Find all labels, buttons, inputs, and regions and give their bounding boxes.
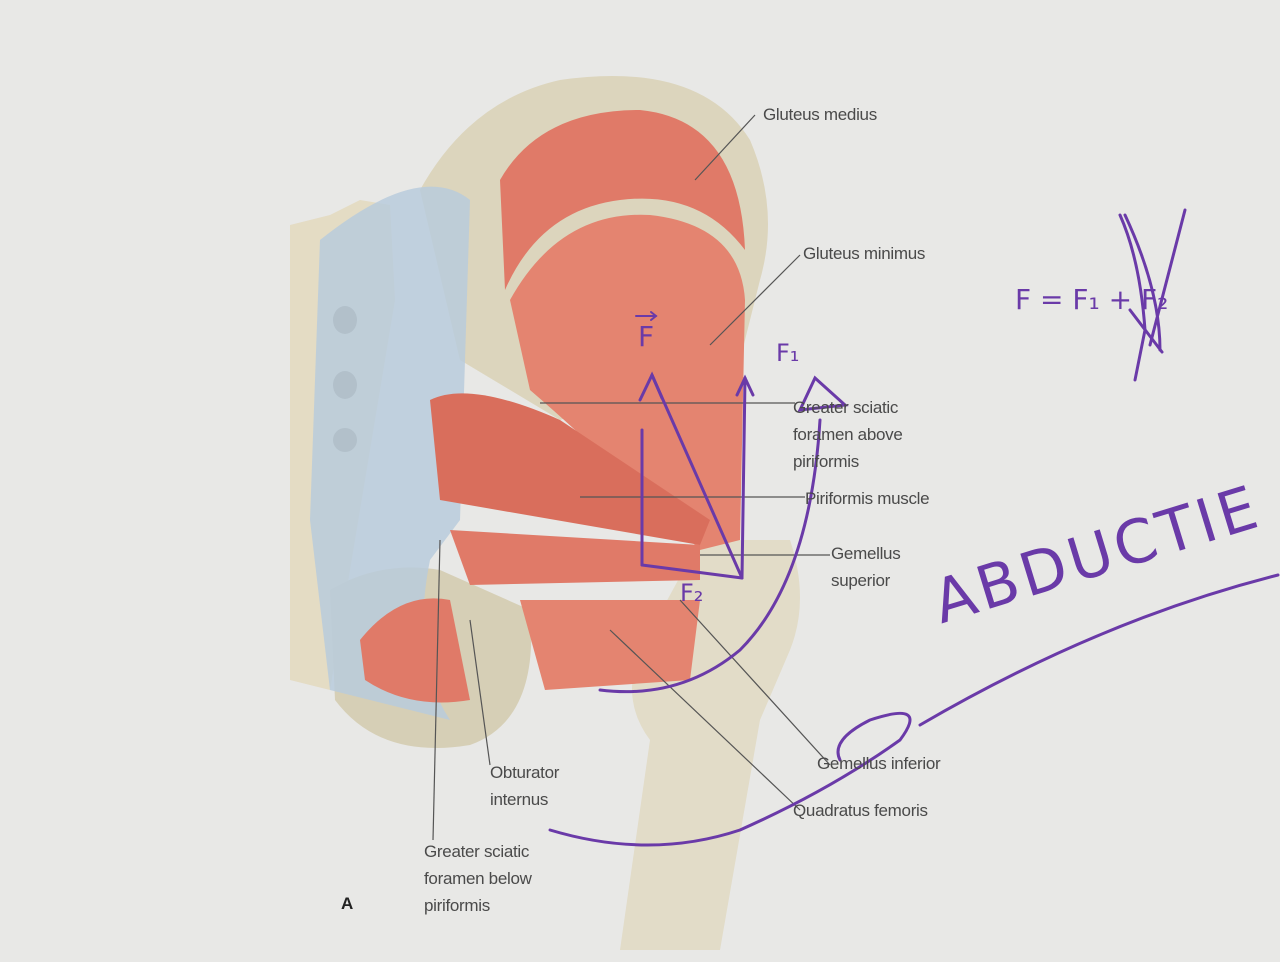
- gluteus-minimus-muscle: [510, 214, 745, 550]
- label-line: Greater sciatic: [793, 398, 899, 417]
- leader-lines: [432, 114, 831, 841]
- label-obturator-internus: Obturator internus: [490, 759, 559, 813]
- sacrotuberous-ligament: [310, 186, 470, 721]
- label-line: piriformis: [424, 896, 490, 915]
- force-vectors: [548, 208, 1280, 847]
- obturator-internus-muscle: [360, 598, 470, 703]
- annotation-force: F: [638, 320, 655, 353]
- figure-letter: A: [341, 894, 353, 913]
- f-vector-arrow-mark: [635, 311, 658, 321]
- gemelli-muscles: [450, 530, 700, 585]
- label-line: superior: [831, 571, 891, 590]
- annotation-formula: F = F₁ + F₂: [1015, 283, 1169, 316]
- label-piriformis: Piriformis muscle: [805, 489, 930, 508]
- label-line: Gemellus: [831, 544, 901, 563]
- label-line: internus: [490, 790, 549, 809]
- label-gsf-above: Greater sciatic foramen above piriformis: [793, 394, 903, 475]
- annotation-force2: F₂: [680, 579, 704, 607]
- label-line: piriformis: [793, 452, 859, 471]
- gluteus-medius-muscle: [500, 110, 745, 290]
- quadratus-femoris-muscle: [520, 600, 700, 690]
- label-line: foramen below: [424, 869, 532, 888]
- label-line: Greater sciatic: [424, 842, 530, 861]
- label-line: Obturator: [490, 763, 560, 782]
- label-quadratus-femoris: Quadratus femoris: [793, 801, 928, 820]
- piriformis-muscle: [430, 393, 710, 545]
- label-gluteus-medius: Gluteus medius: [763, 105, 877, 124]
- label-gluteus-minimus: Gluteus minimus: [803, 244, 926, 263]
- label-gsf-below: Greater sciatic foramen below piriformis: [424, 838, 532, 919]
- label-line: foramen above: [793, 425, 903, 444]
- annotation-force1: F₁: [776, 339, 800, 367]
- label-gemellus-inferior: Gemellus inferior: [817, 754, 941, 773]
- label-gemellus-superior: Gemellus superior: [831, 540, 901, 594]
